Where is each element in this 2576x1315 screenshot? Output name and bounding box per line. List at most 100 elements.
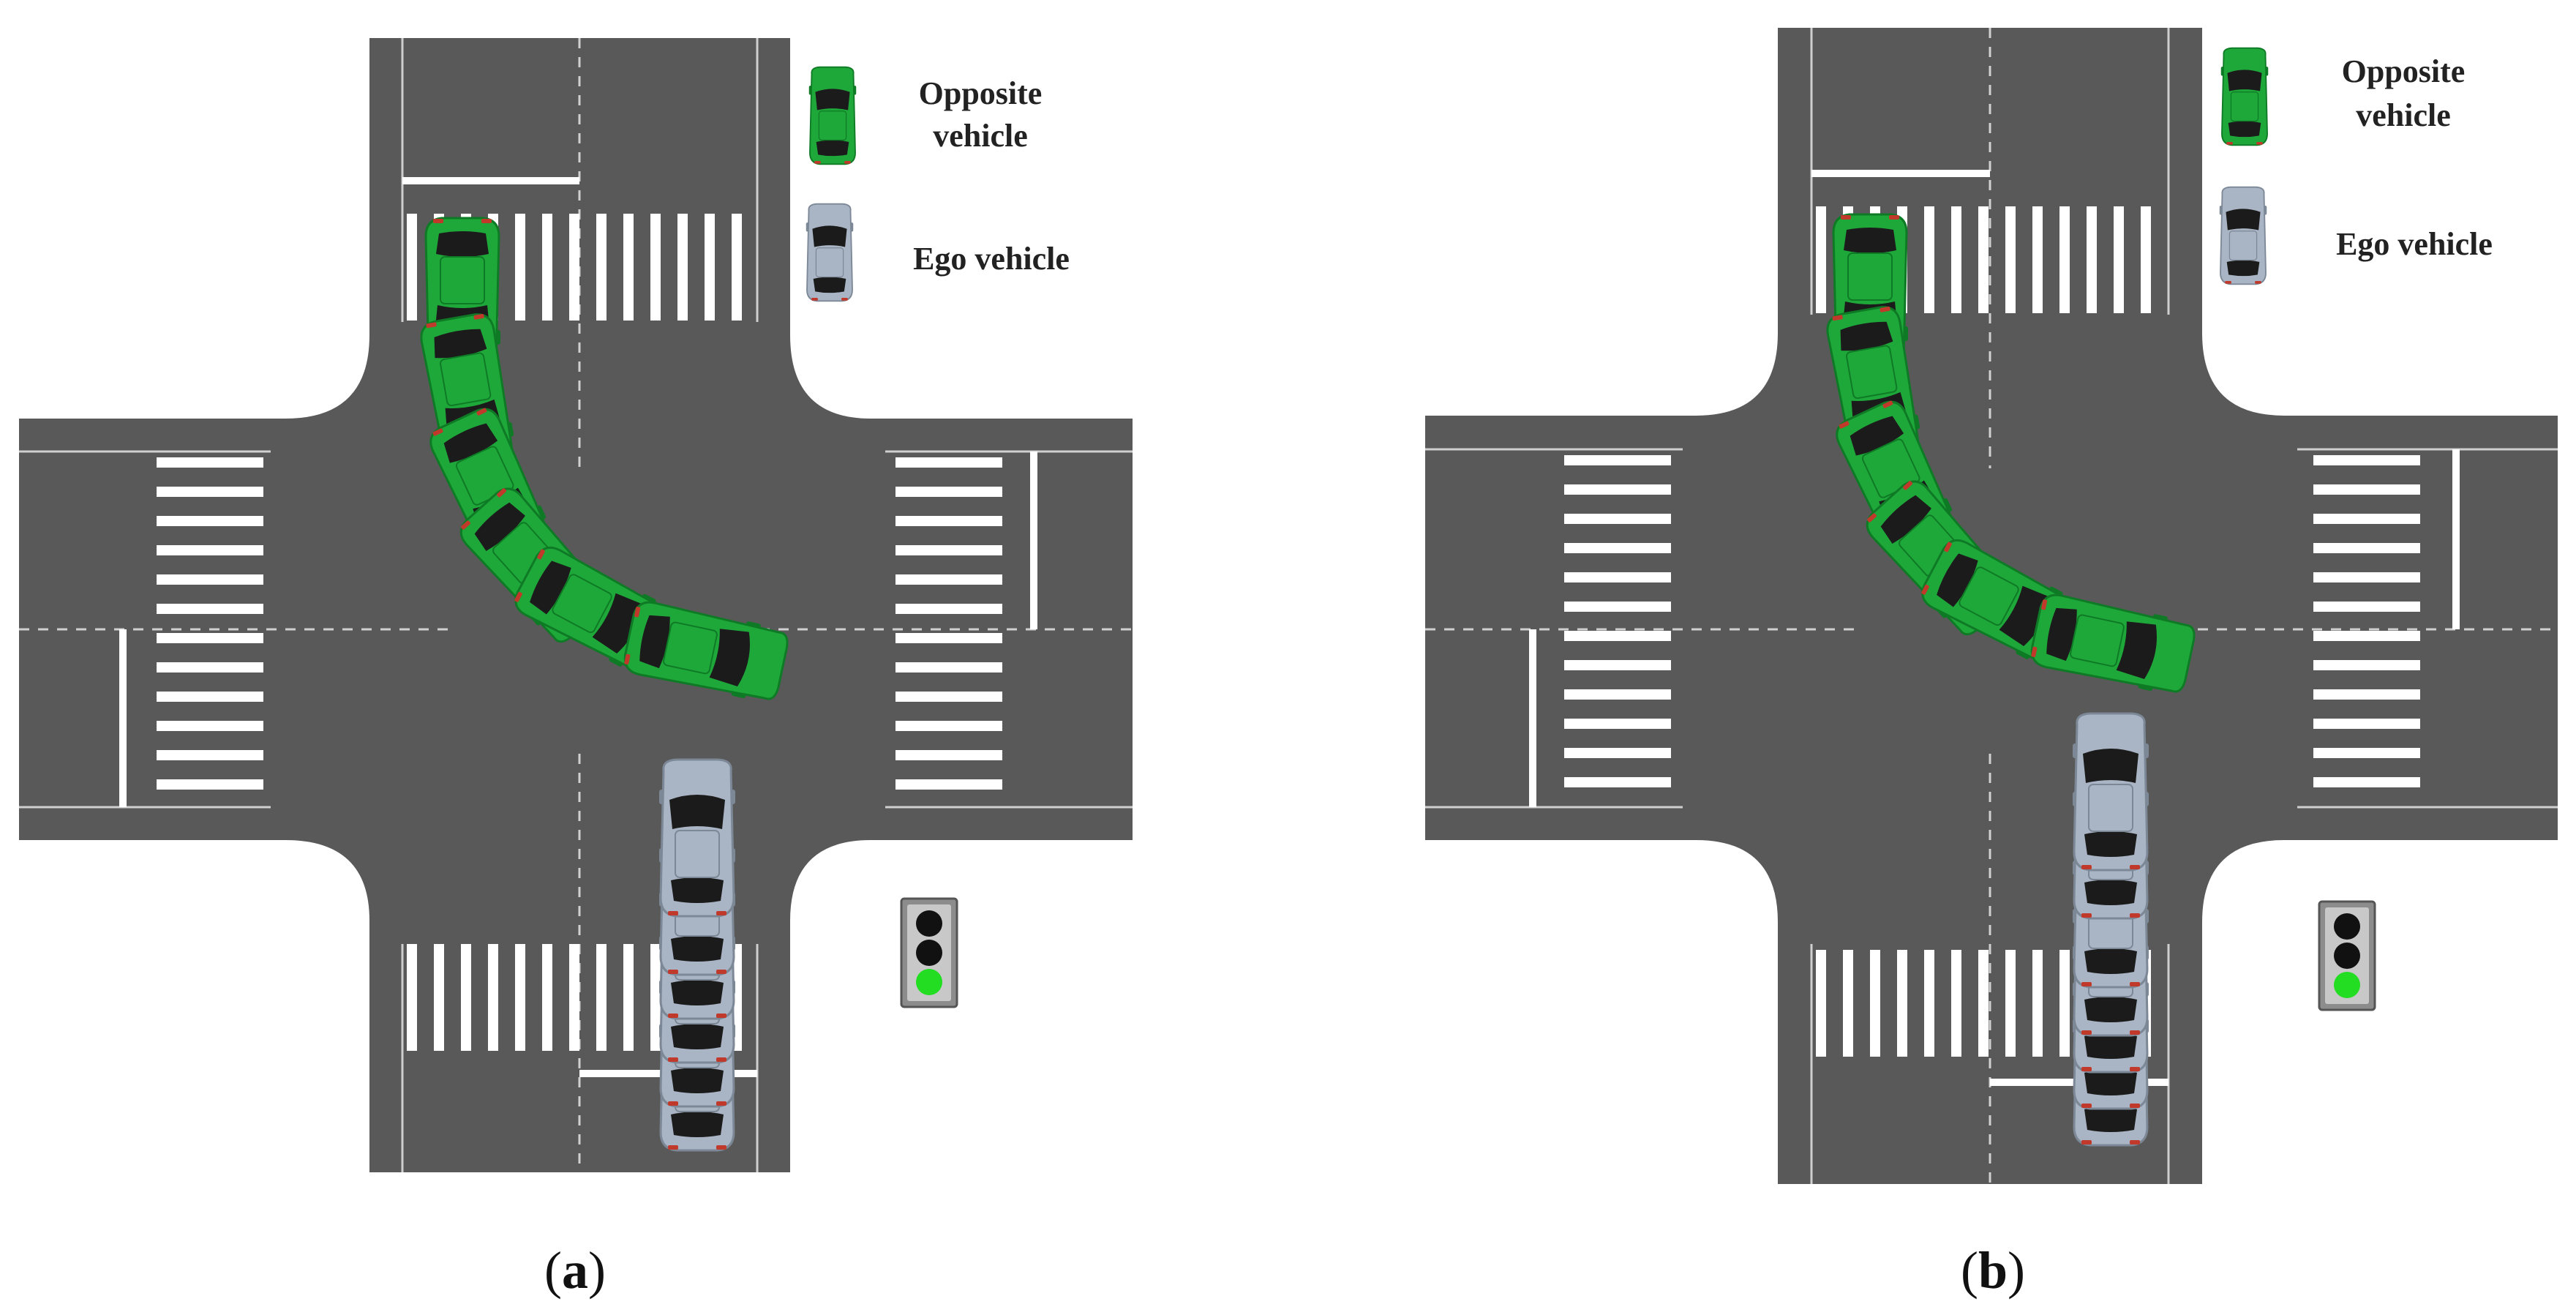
- crosswalk-stripe: [895, 545, 1002, 555]
- opposite-vehicle: [2030, 593, 2196, 693]
- crosswalk-stripe: [2032, 206, 2043, 313]
- crosswalk-stripe: [2313, 660, 2420, 670]
- crosswalk-stripe: [157, 574, 263, 585]
- silver-car-icon: [806, 203, 854, 302]
- crosswalk-stripe: [596, 944, 607, 1051]
- crosswalk-stripe: [157, 662, 263, 673]
- crosswalk-stripe: [1843, 950, 1853, 1057]
- crosswalk-stripe: [407, 214, 417, 321]
- crosswalk-stripe: [1816, 950, 1826, 1057]
- crosswalk-stripe: [1564, 689, 1671, 700]
- crosswalk-stripe: [515, 944, 525, 1051]
- crosswalk-stripe: [2059, 206, 2070, 313]
- crosswalk-stripe: [2005, 206, 2016, 313]
- crosswalk-stripe: [1816, 206, 1826, 313]
- panel-a: Opposite vehicle Ego vehicle (a): [19, 38, 1133, 1300]
- crosswalk-stripe: [157, 692, 263, 702]
- crosswalk-stripe: [895, 750, 1002, 760]
- ego-vehicle: [659, 758, 735, 918]
- crosswalk-west: [157, 457, 263, 790]
- crosswalk-stripe: [895, 487, 1002, 497]
- crosswalk-stripe: [157, 516, 263, 526]
- crosswalk-stripe: [2313, 748, 2420, 758]
- legend-opposite-line1: Opposite: [2342, 53, 2466, 89]
- crosswalk-stripe: [677, 214, 688, 321]
- crosswalk-stripe: [2313, 514, 2420, 524]
- crosswalk-stripe: [157, 750, 263, 760]
- crosswalk-stripe: [2313, 719, 2420, 729]
- crosswalk-stripe: [1564, 455, 1671, 465]
- panel-b: Opposite vehicle Ego vehicle (b): [1425, 28, 2558, 1300]
- crosswalk-stripe: [2005, 950, 2016, 1057]
- crosswalk-stripe: [1564, 543, 1671, 553]
- crosswalk-stripe: [157, 604, 263, 614]
- crosswalk-stripe: [596, 214, 607, 321]
- crosswalk-stripe: [732, 214, 742, 321]
- crosswalk-stripe: [1564, 514, 1671, 524]
- crosswalk-stripe: [569, 214, 579, 321]
- crosswalk-stripe: [157, 487, 263, 497]
- opposite-vehicle-trajectory: [1826, 213, 2196, 693]
- crosswalk-stripe: [1870, 950, 1880, 1057]
- crosswalk-stripe: [157, 633, 263, 643]
- legend-opposite-line1: Opposite: [919, 75, 1043, 111]
- crosswalk-stripe: [1564, 660, 1671, 670]
- green-car-icon: [808, 66, 857, 165]
- crosswalk-stripe: [895, 662, 1002, 673]
- crosswalk-stripe: [542, 214, 552, 321]
- traffic-light-icon: [900, 897, 958, 1008]
- crosswalk-stripe: [895, 692, 1002, 702]
- opposite-vehicle: [623, 601, 789, 700]
- crosswalk-west: [1564, 455, 1671, 787]
- crosswalk-stripe: [407, 944, 417, 1051]
- ego-vehicle-trajectory: [2073, 712, 2149, 1147]
- legend-ego: Ego vehicle: [913, 241, 1070, 277]
- legend-opposite-line2: vehicle: [933, 118, 1028, 154]
- crosswalk-stripe: [895, 604, 1002, 614]
- crosswalk-stripe: [2313, 543, 2420, 553]
- crosswalk-stripe: [705, 214, 715, 321]
- crosswalk-stripe: [623, 944, 634, 1051]
- crosswalk-stripe: [1564, 602, 1671, 612]
- crosswalk-stripe: [1564, 748, 1671, 758]
- crosswalk-stripe: [2114, 206, 2124, 313]
- crosswalk-stripe: [2087, 206, 2097, 313]
- crosswalk-stripe: [1924, 206, 1934, 313]
- legend-opposite-line2: vehicle: [2356, 97, 2451, 133]
- crosswalk-stripe: [2313, 689, 2420, 700]
- panel-caption-a: (a): [544, 1241, 606, 1300]
- crosswalk-stripe: [1951, 950, 1961, 1057]
- crosswalk-stripe: [157, 457, 263, 468]
- crosswalk-stripe: [488, 944, 498, 1051]
- crosswalk-stripe: [1897, 950, 1907, 1057]
- crosswalk-stripe: [895, 633, 1002, 643]
- crosswalk-stripe: [515, 214, 525, 321]
- crosswalk-stripe: [2141, 206, 2151, 313]
- legend: Opposite vehicle Ego vehicle: [2219, 47, 2493, 285]
- crosswalk-stripe: [2313, 572, 2420, 582]
- crosswalk-north: [1816, 206, 2151, 313]
- crosswalk-stripe: [895, 779, 1002, 790]
- crosswalk-stripe: [569, 944, 579, 1051]
- crosswalk-east: [895, 457, 1002, 790]
- crosswalk-stripe: [157, 779, 263, 790]
- crosswalk-stripe: [1564, 631, 1671, 641]
- crosswalk-stripe: [2313, 455, 2420, 465]
- crosswalk-stripe: [1978, 950, 1989, 1057]
- crosswalk-stripe: [895, 574, 1002, 585]
- crosswalk-stripe: [1924, 950, 1934, 1057]
- crosswalk-stripe: [2032, 950, 2043, 1057]
- panel-caption-b: (b): [1961, 1241, 2025, 1300]
- opposite-vehicle-trajectory: [420, 217, 789, 700]
- crosswalk-stripe: [623, 214, 634, 321]
- traffic-light-icon: [2318, 900, 2376, 1011]
- crosswalk-stripe: [2059, 950, 2070, 1057]
- crosswalk-stripe: [650, 214, 661, 321]
- ego-vehicle-trajectory: [659, 758, 735, 1152]
- legend: Opposite vehicle Ego vehicle: [806, 66, 1070, 302]
- crosswalk-stripe: [461, 944, 471, 1051]
- legend-ego: Ego vehicle: [2336, 226, 2493, 262]
- crosswalk-stripe: [2313, 631, 2420, 641]
- crosswalk-stripe: [157, 721, 263, 731]
